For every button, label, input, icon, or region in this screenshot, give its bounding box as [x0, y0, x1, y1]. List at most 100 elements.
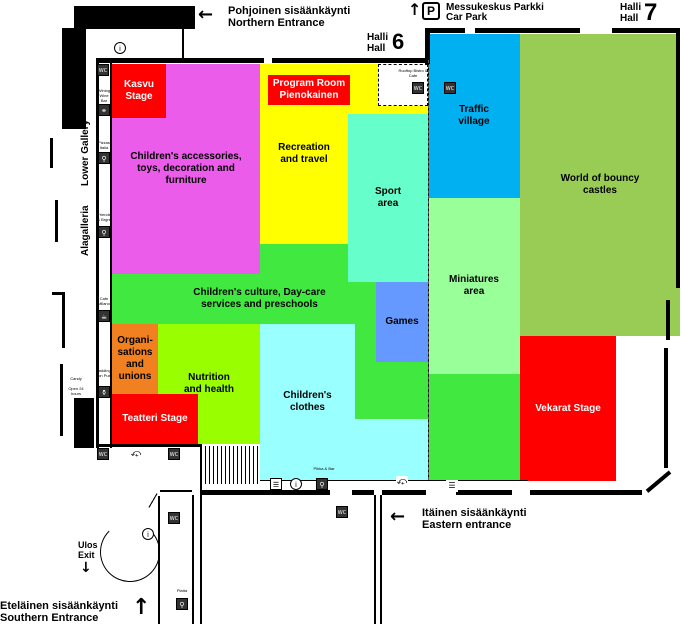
gallery-pillar-1	[50, 138, 53, 168]
east-entrance-arrow: ←	[390, 506, 406, 527]
wc-icon-rooftop-2[interactable]: WC	[444, 82, 456, 94]
platta-label: Platta	[176, 588, 188, 593]
corridor-line-b	[374, 495, 376, 624]
zone-organisations[interactable]: Organi-sations and unions	[112, 324, 158, 394]
stage-kasvu[interactable]: Kasvu Stage	[112, 64, 166, 118]
wall-hall6-step	[425, 28, 430, 64]
stage-teatteri[interactable]: Teatteri Stage	[112, 394, 198, 444]
pizzas-label: Pizzas Italia	[98, 140, 110, 150]
wall-bottom-4	[456, 490, 512, 495]
open24-label: Open 24 hours	[68, 386, 84, 396]
friends-label: Friends & Brgrs	[97, 212, 111, 222]
zone-label-recreation: Recreation and travel	[278, 142, 330, 165]
gallery-outline-2	[62, 28, 86, 129]
zone-bouncy-castles[interactable]: World of bouncy castles	[520, 34, 680, 336]
zone-sport[interactable]: Sport area	[348, 114, 428, 282]
car-park-arrow: ↑	[408, 0, 422, 19]
wall-right-lower	[664, 348, 668, 468]
south-entrance-fi: Eteläinen sisäänkäynti	[0, 600, 118, 612]
wall-top-right2	[475, 28, 580, 33]
wc-icon-bottom-left[interactable]: WC	[97, 448, 109, 460]
wall-top-right3	[612, 28, 680, 33]
car-park-en: Car Park	[446, 12, 488, 23]
east-entrance-en: Eastern entrance	[422, 519, 512, 531]
wall-bottom-2	[352, 490, 374, 495]
zone-label-miniatures: Miniatures area	[448, 274, 499, 297]
seat-icon-east: ⤽	[396, 476, 408, 488]
cafe-label: Cafe Milano	[98, 296, 110, 306]
seat-icon-bottom: ⤽	[130, 448, 142, 460]
gallery-pillar-4	[62, 292, 65, 348]
rooftop-label: Rooftop Bistro & Cafe	[398, 68, 428, 78]
info-icon-pihka[interactable]: i	[290, 478, 302, 490]
zone-clothes-lower	[355, 419, 428, 480]
info-icon-north[interactable]: i	[114, 42, 126, 54]
exit-arrow: ↓	[80, 560, 92, 576]
zone-culture-right	[428, 374, 521, 481]
wc-icon-rooftop-1[interactable]: WC	[412, 82, 424, 94]
zone-childrens-clothes[interactable]: Children's clothes	[260, 324, 355, 480]
east-entrance-fi: Itäinen sisäänkäynti	[422, 507, 527, 519]
wall-right-upper	[676, 28, 680, 288]
north-entrance-arrow: ←	[198, 4, 214, 25]
fork-knife-icon-platta[interactable]: ⚲	[176, 598, 188, 610]
fork-knife-icon-friends[interactable]: ⚲	[98, 226, 110, 238]
gallery-pillar-3	[52, 292, 64, 295]
zone-traffic-village[interactable]: Traffic village	[428, 34, 520, 198]
beer-icon-paddington[interactable]: ⚱	[98, 386, 110, 398]
hall7-en: Hall	[620, 13, 639, 24]
stage-label-teatteri: Teatteri Stage	[122, 413, 188, 424]
gallery-outline-4	[182, 6, 184, 58]
zone-label-sport: Sport area	[374, 186, 402, 209]
wall-bottom-left	[96, 444, 200, 447]
info-icon-exit[interactable]: i	[142, 528, 154, 540]
gallery-outline-3	[74, 6, 195, 29]
wall-top-left	[96, 58, 264, 63]
wall-top-middle	[272, 58, 427, 63]
south-corridor-right	[192, 495, 194, 624]
food-icon-wining[interactable]: ⚭	[98, 104, 110, 116]
wall-left-hall	[96, 58, 99, 448]
gallery-outline-1	[74, 398, 94, 448]
wall-top-right	[427, 28, 465, 33]
exit-en: Exit	[78, 550, 95, 560]
wall-bottom-1	[200, 490, 330, 495]
south-entrance-arrow: ↑	[132, 595, 151, 620]
wc-icon-bottom-mid[interactable]: WC	[168, 448, 180, 460]
fork-knife-icon-pihka[interactable]: ⚲	[316, 478, 328, 490]
wall-right-mid	[666, 300, 670, 340]
zone-games[interactable]: Games	[376, 282, 428, 362]
wc-icon-east-corridor[interactable]: WC	[336, 506, 348, 518]
south-corridor-top	[160, 490, 192, 492]
wall-right-diagonal	[645, 470, 672, 493]
candy-label: Candy	[70, 376, 82, 381]
south-corridor-left	[158, 496, 160, 624]
alagalleria-label: Alagalleria	[80, 205, 91, 256]
zone-label-bouncy: World of bouncy castles	[560, 173, 640, 196]
wall-bottom-3	[382, 490, 426, 495]
stairs-icon-pihka: ☰	[270, 478, 282, 490]
dashed-bottom-line	[260, 480, 528, 481]
dashed-vertical-line	[428, 60, 429, 480]
north-entrance-en: Northern Entrance	[228, 17, 325, 29]
hall7-number: 7	[644, 0, 658, 26]
south-entrance-en: Southern Entrance	[0, 612, 99, 624]
fork-knife-icon-pizzas[interactable]: ⚲	[98, 152, 110, 164]
stage-program-room[interactable]: Program Room Pienokainen	[268, 75, 350, 105]
wc-icon-kasvu[interactable]: WC	[97, 64, 109, 76]
zone-label-clothes: Children's clothes	[283, 390, 332, 413]
coffee-icon-cafe[interactable]: ☕	[98, 310, 110, 322]
stage-label-vekarat: Vekarat Stage	[535, 402, 601, 414]
wining-label: Wining Wine Bar	[97, 88, 111, 103]
wall-left-inner	[110, 58, 112, 448]
gallery-pillar-2	[55, 200, 58, 242]
zone-miniatures[interactable]: Miniatures area	[428, 198, 520, 374]
exit-fi: Ulos	[78, 540, 98, 550]
wc-icon-south-corridor[interactable]: WC	[168, 512, 180, 524]
hall6-number: 6	[392, 29, 405, 54]
zone-label-traffic: Traffic village	[458, 104, 490, 127]
gallery-pillar-5	[60, 364, 63, 436]
stage-vekarat[interactable]: Vekarat Stage	[520, 336, 616, 481]
corridor-line-a	[200, 495, 202, 624]
zone-label-childrens-culture: Children's culture, Day-care services an…	[193, 287, 326, 310]
